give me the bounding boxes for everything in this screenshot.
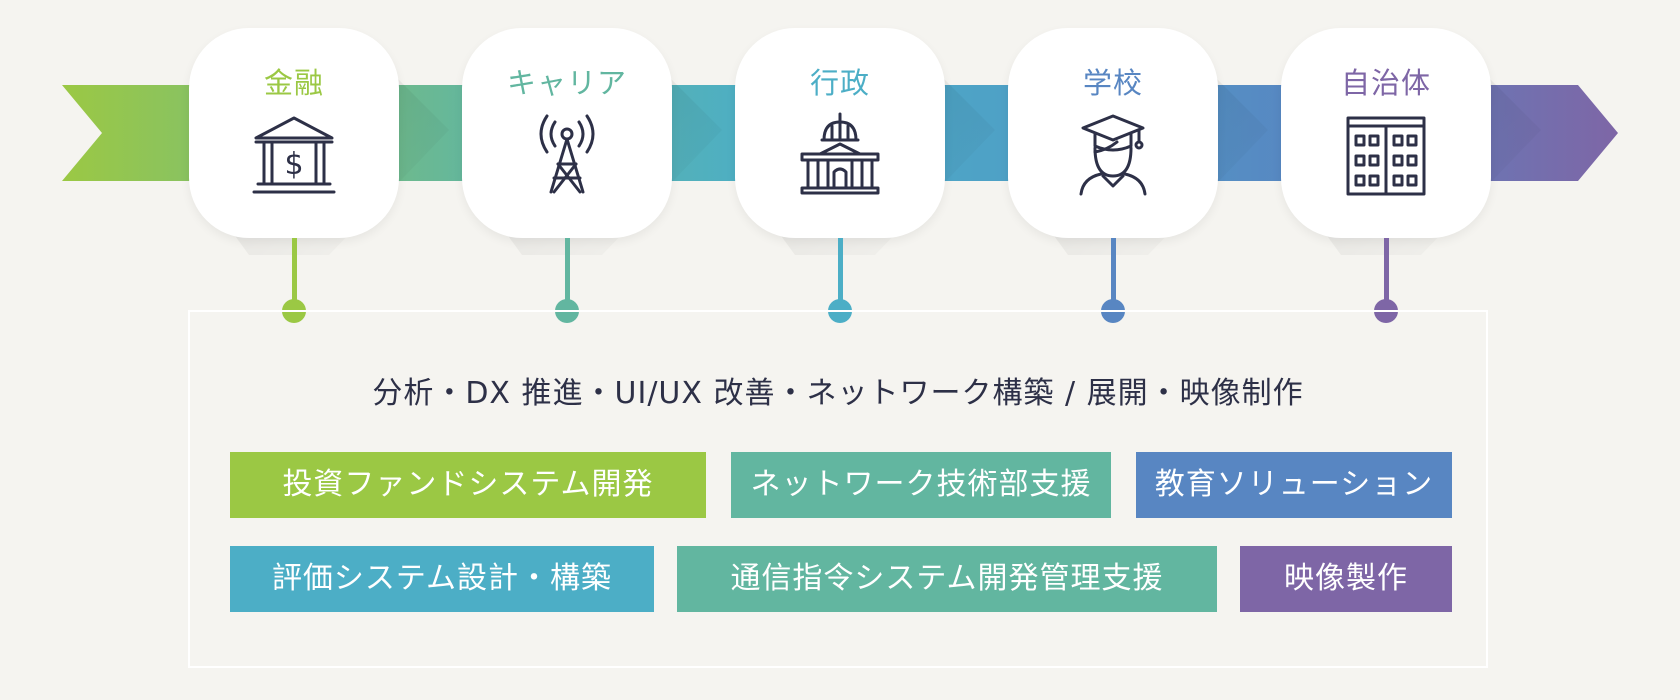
sector-label: 学校 (1082, 66, 1143, 100)
sector-label: 金融 (263, 66, 324, 100)
service-tag: 映像製作 (1240, 546, 1452, 612)
service-tag: ネットワーク技術部支援 (731, 452, 1111, 518)
government-building-icon (798, 112, 882, 196)
connector-line (1110, 238, 1116, 310)
connector-line (564, 238, 570, 310)
office-building-icon (1344, 112, 1428, 196)
services-subtitle: 分析・DX 推進・UI/UX 改善・ネットワーク構築 / 展開・映像制作 (372, 376, 1304, 411)
sector-label: キャリア (506, 66, 627, 100)
service-tag: 投資ファンドシステム開発 (230, 452, 706, 518)
service-tag: 評価システム設計・構築 (230, 546, 654, 612)
sector-node: 学校 (1008, 28, 1218, 238)
service-tag: 通信指令システム開発管理支援 (677, 546, 1217, 612)
bank-icon: $ (252, 112, 336, 196)
sector-node: 自治体 (1281, 28, 1491, 238)
sector-node: キャリア (462, 28, 672, 238)
graduate-student-icon (1071, 112, 1155, 196)
sector-label: 行政 (809, 66, 870, 100)
svg-text:$: $ (284, 147, 303, 182)
sector-label: 自治体 (1340, 66, 1431, 100)
connector-line (291, 238, 297, 310)
services-panel: 分析・DX 推進・UI/UX 改善・ネットワーク構築 / 展開・映像制作 投資フ… (188, 310, 1488, 668)
connector-line (1383, 238, 1389, 310)
sector-node: 金融 $ (189, 28, 399, 238)
service-tag: 教育ソリューション (1136, 452, 1452, 518)
connector-line (837, 238, 843, 310)
antenna-tower-icon (525, 112, 609, 196)
sector-node: 行政 (735, 28, 945, 238)
